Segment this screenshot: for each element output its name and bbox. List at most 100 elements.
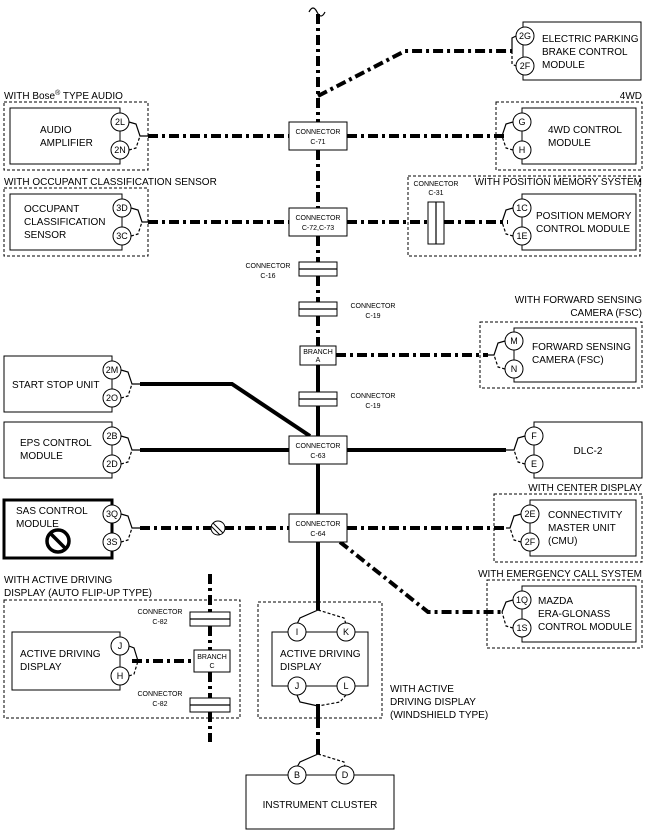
svg-text:ELECTRIC PARKING: ELECTRIC PARKING (542, 34, 639, 45)
svg-text:BRANCH: BRANCH (303, 349, 333, 356)
svg-text:C-64: C-64 (310, 531, 325, 538)
svg-text:2D: 2D (106, 459, 118, 469)
connector-c63: CONNECTOR C-63 (288, 435, 348, 465)
svg-text:E: E (531, 459, 537, 469)
svg-text:CLASSIFICATION: CLASSIFICATION (24, 217, 106, 228)
svg-text:C-82: C-82 (152, 701, 167, 708)
svg-text:CONNECTOR: CONNECTOR (246, 263, 291, 270)
group-fsc: WITH FORWARD SENSING CAMERA (FSC) (479, 295, 643, 389)
svg-text:4WD: 4WD (620, 91, 642, 102)
svg-text:1C: 1C (516, 203, 528, 213)
module-era-glonass: 1Q 1S MAZDA ERA-GLONASS CONTROL MODULE (501, 585, 637, 643)
module-forward-sensing-camera: M N FORWARD SENSING CAMERA (FSC) (488, 327, 637, 383)
module-active-driving-display-flipup: J H ACTIVE DRIVING DISPLAY (11, 631, 139, 691)
connector-c64: CONNECTOR C-64 (288, 513, 348, 543)
svg-text:MASTER UNIT: MASTER UNIT (548, 523, 616, 534)
connector-c82-lower: CONNECTOR C-82 (138, 691, 231, 713)
branch-a: BRANCH A (299, 345, 337, 366)
svg-text:CONNECTOR: CONNECTOR (296, 129, 341, 136)
svg-text:C-63: C-63 (310, 453, 325, 460)
svg-text:DRIVING DISPLAY: DRIVING DISPLAY (390, 697, 476, 708)
svg-text:3C: 3C (116, 231, 128, 241)
svg-text:4WD CONTROL: 4WD CONTROL (548, 125, 622, 136)
svg-text:C-71: C-71 (310, 139, 325, 146)
module-sas: 3Q 3S SAS CONTROL MODULE (2, 498, 140, 560)
svg-text:POSITION MEMORY: POSITION MEMORY (536, 211, 632, 222)
group-emergency: WITH EMERGENCY CALL SYSTEM (478, 569, 643, 649)
svg-text:WITH Bose® TYPE AUDIO: WITH Bose® TYPE AUDIO (4, 89, 123, 102)
svg-text:(CMU): (CMU) (548, 536, 577, 547)
connector-c71: CONNECTOR C-71 (288, 121, 348, 151)
module-cmu: 2E 2F CONNECTIVITY MASTER UNIT (CMU) (506, 499, 637, 557)
svg-text:2E: 2E (524, 509, 535, 519)
svg-text:CONNECTOR: CONNECTOR (296, 215, 341, 222)
svg-text:(WINDSHIELD TYPE): (WINDSHIELD TYPE) (390, 710, 488, 721)
svg-text:FORWARD SENSING: FORWARD SENSING (532, 342, 631, 353)
svg-text:C-82: C-82 (152, 619, 167, 626)
svg-text:CONNECTOR: CONNECTOR (414, 181, 459, 188)
svg-text:C-31: C-31 (428, 190, 443, 197)
svg-text:INSTRUMENT CLUSTER: INSTRUMENT CLUSTER (263, 800, 378, 811)
svg-text:2F: 2F (520, 61, 531, 71)
module-eps: 2B 2D EPS CONTROL MODULE (3, 421, 140, 479)
break-mark-icon (308, 7, 326, 17)
module-dlc-2: F E DLC-2 (506, 421, 643, 479)
group-center-display: WITH CENTER DISPLAY (493, 483, 643, 563)
module-start-stop-unit: 2M 2O START STOP UNIT (3, 355, 140, 413)
connector-c19-upper: CONNECTOR C-19 (298, 301, 396, 320)
svg-text:3Q: 3Q (106, 509, 118, 519)
svg-text:1S: 1S (516, 623, 527, 633)
svg-text:I: I (296, 627, 299, 637)
svg-text:2G: 2G (519, 31, 531, 41)
svg-text:ACTIVE DRIVING: ACTIVE DRIVING (20, 649, 101, 660)
svg-text:L: L (343, 681, 348, 691)
svg-text:SENSOR: SENSOR (24, 230, 66, 241)
svg-text:1Q: 1Q (516, 595, 528, 605)
svg-text:WITH ACTIVE DRIVING: WITH ACTIVE DRIVING (4, 575, 113, 586)
svg-text:WITH FORWARD SENSING: WITH FORWARD SENSING (515, 295, 642, 306)
svg-text:D: D (342, 770, 349, 780)
svg-text:MODULE: MODULE (548, 138, 591, 149)
pin-2f (515, 56, 535, 76)
svg-text:H: H (117, 671, 124, 681)
svg-text:DISPLAY: DISPLAY (280, 662, 322, 673)
connector-c31: CONNECTOR C-31 (407, 175, 641, 257)
svg-text:B: B (294, 770, 300, 780)
svg-text:J: J (118, 641, 123, 651)
connector-c72-c73: CONNECTOR C-72,C-73 (288, 207, 348, 237)
svg-text:2O: 2O (106, 393, 118, 403)
svg-text:2M: 2M (106, 365, 119, 375)
svg-text:CONNECTOR: CONNECTOR (296, 521, 341, 528)
svg-text:C-19: C-19 (365, 403, 380, 410)
svg-text:C-19: C-19 (365, 313, 380, 320)
svg-text:CONNECTOR: CONNECTOR (351, 393, 396, 400)
module-audio-amplifier: 2L 2N AUDIO AMPLIFIER (9, 107, 148, 165)
svg-text:2F: 2F (525, 537, 536, 547)
svg-text:MAZDA: MAZDA (538, 596, 573, 607)
svg-text:1E: 1E (516, 231, 527, 241)
group-adp-flip: WITH ACTIVE DRIVING DISPLAY (AUTO FLIP-U… (3, 575, 241, 719)
svg-text:N: N (511, 364, 518, 374)
svg-text:MODULE: MODULE (20, 451, 63, 462)
svg-text:EPS CONTROL: EPS CONTROL (20, 438, 92, 449)
svg-text:OCCUPANT: OCCUPANT (24, 204, 79, 215)
svg-text:DISPLAY: DISPLAY (20, 662, 62, 673)
svg-text:2N: 2N (114, 145, 126, 155)
svg-text:K: K (343, 627, 349, 637)
branch-c: BRANCH C (193, 649, 231, 673)
svg-text:MODULE: MODULE (542, 60, 585, 71)
module-4wd: G H 4WD CONTROL MODULE (501, 107, 637, 165)
svg-text:CONNECTOR: CONNECTOR (351, 303, 396, 310)
svg-text:WITH OCCUPANT CLASSIFICATION S: WITH OCCUPANT CLASSIFICATION SENSOR (4, 177, 217, 188)
svg-text:AUDIO: AUDIO (40, 125, 72, 136)
svg-text:H: H (519, 145, 526, 155)
group-position-title: WITH POSITION MEMORY SYSTEM (475, 177, 642, 188)
group-4wd: 4WD (495, 91, 643, 171)
group-adp-windshield: WITH ACTIVE DRIVING DISPLAY (WINDSHIELD … (257, 601, 488, 721)
svg-text:WITH ACTIVE: WITH ACTIVE (390, 684, 454, 695)
svg-text:DISPLAY (AUTO FLIP-UP TYPE): DISPLAY (AUTO FLIP-UP TYPE) (4, 588, 152, 599)
svg-text:CONNECTOR: CONNECTOR (296, 443, 341, 450)
svg-text:3S: 3S (106, 537, 117, 547)
svg-text:3D: 3D (116, 203, 128, 213)
